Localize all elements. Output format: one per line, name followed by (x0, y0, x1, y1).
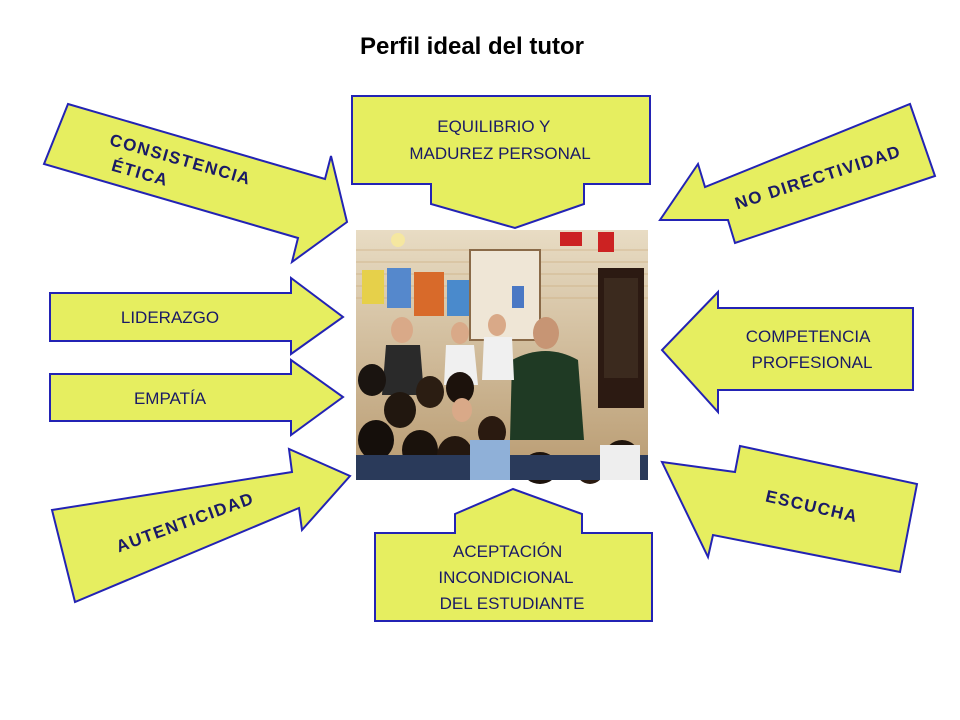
label-competencia-line1: COMPETENCIA (746, 327, 871, 346)
arrow-escucha: ESCUCHA (660, 444, 919, 574)
arrow-liderazgo: LIDERAZGO (49, 276, 345, 356)
label-aceptacion-line1: ACEPTACIÓN (453, 542, 562, 561)
svg-text:COMPETENCIA PROFESIONAL: COMPETENCIA PROFESIONAL (746, 327, 874, 372)
label-liderazgo: LIDERAZGO (121, 308, 219, 327)
label-equilibrio-line2: MADUREZ PERSONAL (409, 144, 590, 163)
label-competencia-line2: PROFESIONAL (752, 353, 873, 372)
page-title: Perfil ideal del tutor (360, 33, 584, 60)
label-empatia: EMPATÍA (134, 389, 207, 408)
arrow-consistencia: CONSISTENCIA ÉTICA (42, 102, 349, 265)
svg-text:ACEPTACIÓN INCONDICIONAL: ACEPTACIÓN INCONDICIONAL DEL ESTUDIANTE (438, 542, 584, 613)
arrow-autenticidad: AUTENTICIDAD (50, 447, 352, 604)
arrow-aceptacion: ACEPTACIÓN INCONDICIONAL DEL ESTUDIANTE (374, 487, 653, 622)
label-aceptacion-line2: INCONDICIONAL (438, 568, 573, 587)
arrow-empatia: EMPATÍA (49, 358, 345, 437)
classroom-photo (356, 230, 648, 484)
arrow-competencia: COMPETENCIA PROFESIONAL (660, 289, 914, 415)
svg-text:EQUILIBRIO Y MADUREZ PER: EQUILIBRIO Y MADUREZ PERSONAL (409, 117, 590, 163)
arrow-equilibrio: EQUILIBRIO Y MADUREZ PERSONAL (351, 95, 651, 230)
label-equilibrio-line1: EQUILIBRIO Y (437, 117, 550, 136)
arrow-no-directividad: NO DIRECTIVIDAD (658, 102, 937, 245)
label-aceptacion-line3: DEL ESTUDIANTE (440, 594, 585, 613)
